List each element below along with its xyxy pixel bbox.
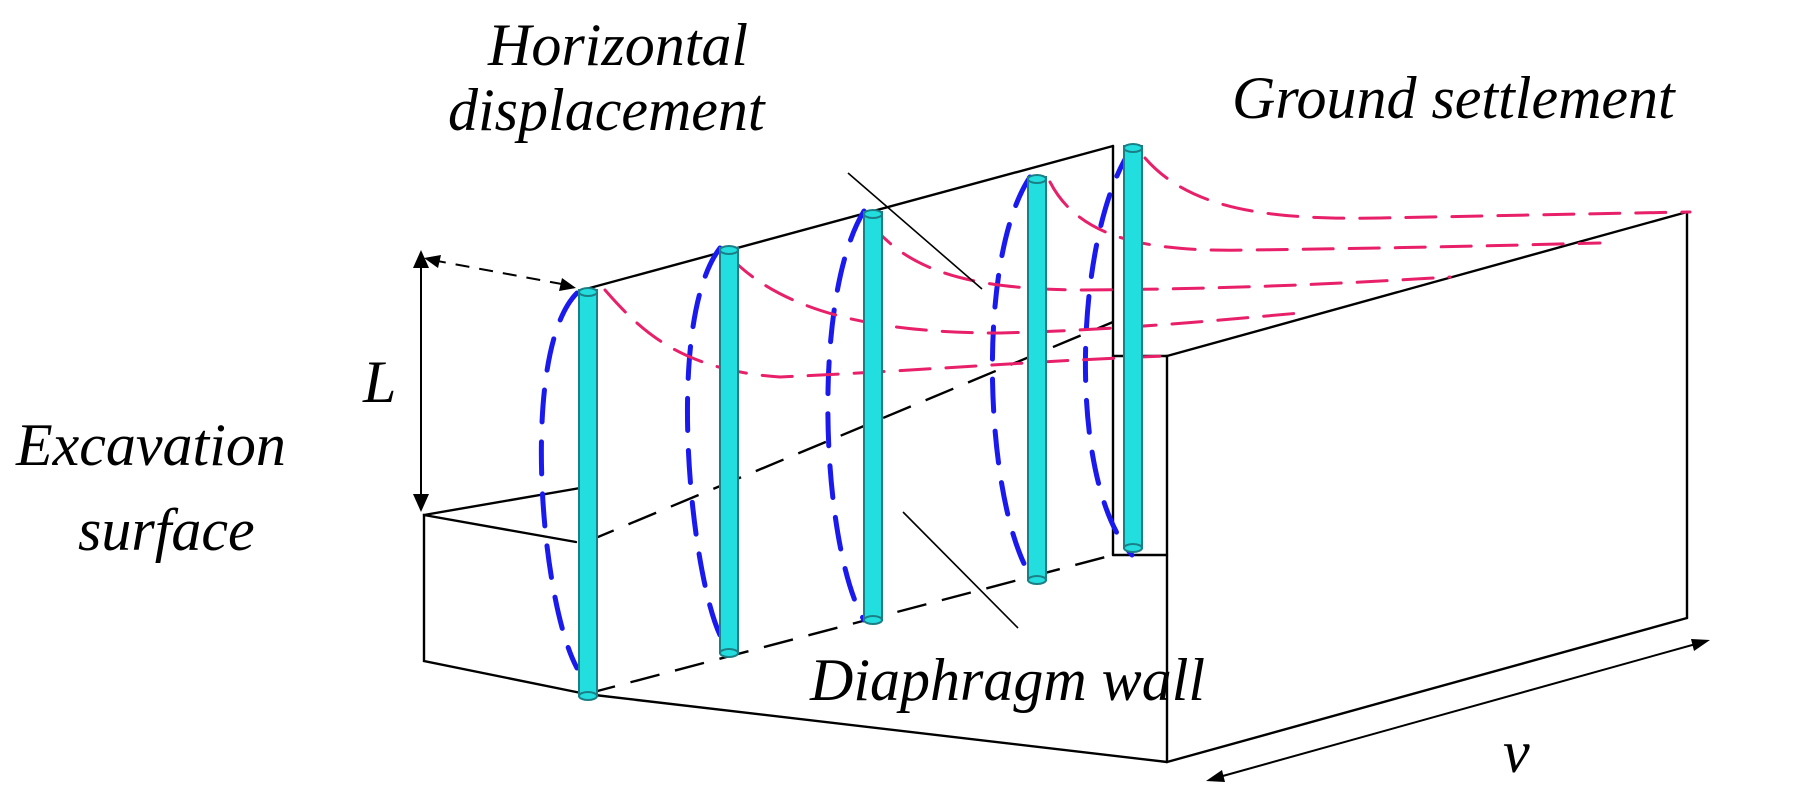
diaphragm-wall-label: Diaphragm wall bbox=[809, 647, 1205, 713]
depth-leader-arrowhead-right bbox=[559, 278, 576, 291]
horizontal-displacement-label-line1: Horizontal bbox=[487, 12, 748, 78]
box-bottom-front-edge bbox=[584, 692, 1169, 764]
depth-leader-arrowhead-left bbox=[424, 255, 441, 268]
horizontal-displacement-curves bbox=[538, 145, 1135, 671]
settlement-curve-5 bbox=[1143, 156, 1692, 220]
box-left-face bbox=[422, 513, 588, 696]
depth-arrowhead-top bbox=[413, 250, 429, 268]
excavation-surface-label-line1: Excavation bbox=[15, 412, 286, 478]
horizontal-curve-4 bbox=[989, 174, 1033, 578]
pile-1 bbox=[578, 287, 598, 701]
settlement-curve-2 bbox=[728, 255, 1302, 335]
horizontal-curve-2 bbox=[684, 245, 723, 638]
box-bottom-back-edge bbox=[1165, 616, 1689, 764]
excavation-box-outline bbox=[422, 144, 1689, 764]
settlement-curve-1 bbox=[603, 288, 1169, 379]
hidden-edges bbox=[585, 320, 1114, 696]
length-symbol-label: v bbox=[1503, 719, 1530, 785]
ground-settlement-curves bbox=[603, 156, 1692, 379]
box-front-top-edge bbox=[1165, 210, 1689, 358]
horizontal-displacement-label-line2: displacement bbox=[448, 77, 766, 143]
excavation-surface-label-line2: surface bbox=[78, 497, 255, 563]
diaphragm-wall-piles bbox=[578, 143, 1143, 701]
pile-5 bbox=[1123, 143, 1143, 553]
pile-2 bbox=[719, 245, 739, 658]
diaphragm-wall-leader bbox=[902, 511, 1019, 629]
length-arrowhead-left bbox=[1206, 770, 1225, 782]
settlement-curve-4 bbox=[1048, 180, 1602, 252]
dimension-markers bbox=[413, 250, 1710, 782]
length-dimension-line bbox=[1211, 641, 1704, 780]
depth-symbol-label: L bbox=[362, 349, 396, 415]
horizontal-curve-3 bbox=[825, 208, 867, 623]
depth-arrowhead-bottom bbox=[413, 494, 429, 512]
hidden-excavation-surface-line bbox=[585, 320, 1114, 544]
ground-surface-top-edge bbox=[584, 144, 1115, 291]
horizontal-curve-1 bbox=[538, 290, 580, 671]
box-left-face-top bbox=[422, 485, 588, 517]
pile-4 bbox=[1027, 174, 1047, 585]
ground-settlement-label: Ground settlement bbox=[1232, 65, 1676, 131]
settlement-curve-3 bbox=[868, 220, 1452, 292]
text-labels: Horizontal displacement Ground settlemen… bbox=[15, 12, 1676, 785]
depth-dashed-leader bbox=[431, 259, 568, 286]
horizontal-curve-5 bbox=[1083, 145, 1135, 558]
pile-3 bbox=[863, 209, 883, 625]
horizontal-displacement-leader bbox=[847, 172, 983, 290]
label-leader-lines bbox=[847, 172, 1019, 629]
length-arrowhead-right bbox=[1691, 639, 1710, 651]
